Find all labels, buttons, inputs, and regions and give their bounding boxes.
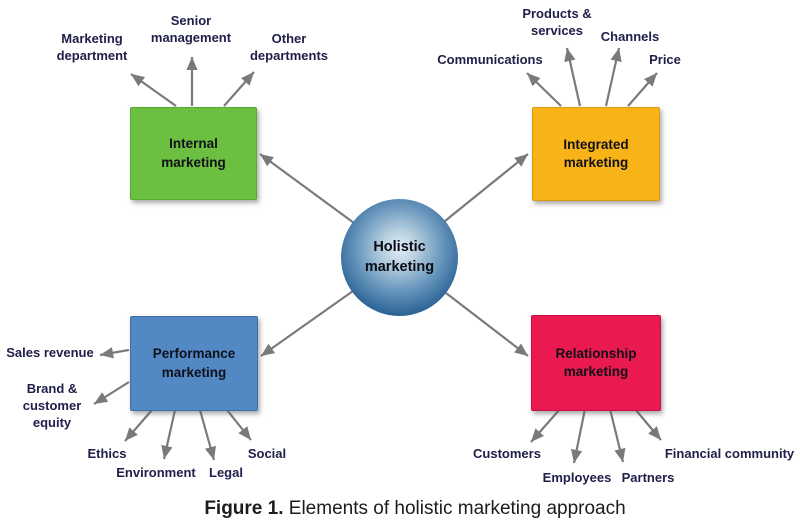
arrow-integrated-to-communications bbox=[526, 72, 562, 107]
arrow-relationship-to-employees bbox=[571, 408, 587, 464]
arrow-integrated-to-channels bbox=[604, 47, 622, 107]
spoke-label-financial-community: Financial community bbox=[664, 446, 795, 461]
figure-caption-number: Figure 1. bbox=[204, 498, 284, 519]
spoke-label-ethics: Ethics bbox=[87, 446, 127, 461]
spoke-label-communications: Communications bbox=[437, 52, 543, 67]
arrow-center-to-relationship bbox=[445, 292, 529, 357]
spoke-label-senior-management: Senior management bbox=[150, 13, 232, 45]
arrow-internal-to-other-departments bbox=[223, 71, 255, 107]
arrow-performance-to-sales-revenue bbox=[99, 347, 130, 359]
node-relationship-marketing-label: Relationship marketing bbox=[555, 345, 637, 379]
spoke-label-price: Price bbox=[649, 52, 681, 67]
arrow-performance-to-environment bbox=[161, 409, 177, 460]
node-internal-marketing: Internal marketing bbox=[130, 107, 257, 200]
spoke-label-social: Social bbox=[247, 446, 287, 461]
arrow-performance-to-ethics bbox=[124, 409, 153, 442]
node-relationship-marketing: Relationship marketing bbox=[531, 315, 661, 411]
node-performance-marketing-label: Performance marketing bbox=[152, 346, 236, 380]
node-performance-marketing: Performance marketing bbox=[130, 316, 258, 411]
arrow-relationship-to-partners bbox=[608, 408, 626, 463]
spoke-label-customers: Customers bbox=[473, 446, 541, 461]
spoke-label-employees: Employees bbox=[542, 470, 612, 485]
spoke-label-other-departments: Other departments bbox=[249, 31, 329, 63]
figure-caption: Figure 1. Elements of holistic marketing… bbox=[30, 498, 800, 520]
figure-caption-text: Elements of holistic marketing approach bbox=[288, 498, 626, 519]
center-node-holistic-marketing: Holistic marketing bbox=[341, 199, 458, 316]
node-integrated-marketing: Integrated marketing bbox=[532, 107, 660, 201]
arrow-integrated-to-products-services bbox=[564, 47, 582, 107]
arrow-center-to-performance bbox=[260, 290, 354, 357]
spoke-label-legal: Legal bbox=[209, 465, 243, 480]
node-internal-marketing-label: Internal marketing bbox=[161, 136, 226, 170]
spoke-label-brand-customer-equity: Brand & customer equity bbox=[22, 381, 82, 430]
arrow-internal-to-marketing-department bbox=[130, 73, 177, 107]
arrow-relationship-to-customers bbox=[530, 408, 561, 443]
node-integrated-marketing-label: Integrated marketing bbox=[563, 136, 629, 170]
arrow-performance-to-legal bbox=[198, 409, 216, 461]
arrow-integrated-to-price bbox=[627, 72, 658, 107]
arrow-center-to-internal bbox=[259, 153, 355, 224]
arrow-center-to-integrated bbox=[444, 153, 529, 222]
arrow-performance-to-social bbox=[226, 409, 252, 441]
spoke-label-marketing-department: Marketing department bbox=[56, 31, 128, 63]
arrow-relationship-to-financial-community bbox=[634, 408, 662, 441]
spoke-label-partners: Partners bbox=[621, 470, 675, 485]
spoke-label-channels: Channels bbox=[600, 29, 660, 44]
spoke-label-environment: Environment bbox=[116, 465, 196, 480]
center-node-label: Holistic marketing bbox=[364, 238, 435, 275]
arrow-performance-to-brand-customer-equity bbox=[93, 381, 130, 405]
spoke-label-products-services: Products & services bbox=[522, 6, 592, 38]
spoke-label-sales-revenue: Sales revenue bbox=[6, 345, 94, 360]
